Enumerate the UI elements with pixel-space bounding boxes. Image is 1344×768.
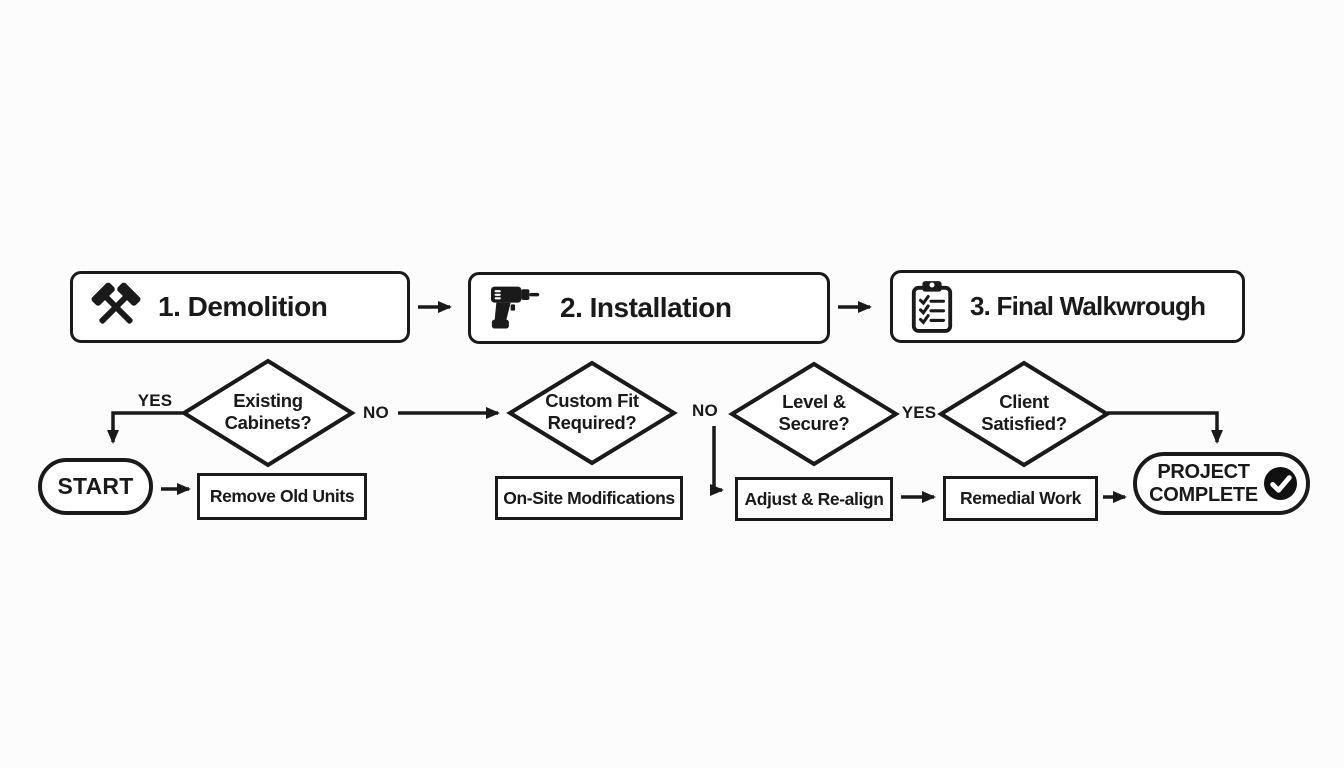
decision-label-level-secure: Level & Secure? [778,391,850,434]
decision-client-satisfied [937,360,1111,468]
phase-box-installation: 2. Installation [468,272,830,344]
process-label-remove-old-units: Remove Old Units [209,486,355,506]
phase-box-final-walkthrough: 3. Final Walkwrough [890,270,1245,343]
connector-no-to-adjust [710,426,724,496]
process-label-remedial-work: Remedial Work [960,488,1081,508]
decision-label-custom-fit: Custom Fit Required? [545,390,639,433]
phase-label-demolition: 1. Demolition [158,291,328,322]
project-complete-label: PROJECT COMPLETE [1149,460,1258,506]
phase-label-final-walkthrough: 3. Final Walkwrough [970,291,1206,321]
phase-label-installation: 2. Installation [560,292,732,323]
branch-label-yes-level: YES [901,403,937,422]
decision-existing-cabinets [180,358,356,468]
decision-level-secure [728,361,900,467]
process-box-on-site-modifications: On-Site Modifications [495,476,683,520]
start-terminal: START [38,458,153,515]
branch-label-no-existing: NO [363,403,389,422]
decision-custom-fit [506,360,678,466]
decision-label-existing-cabinets: Existing Cabinets? [224,390,312,433]
clipboard-checklist-icon [911,280,953,333]
branch-label-yes-existing: YES [137,391,173,410]
decision-label-client-satisfied: Client Satisfied? [981,391,1067,434]
drill-icon [491,286,540,329]
project-complete-terminal: PROJECT COMPLETE [1133,452,1310,515]
process-box-remedial-work: Remedial Work [943,476,1098,521]
connector-yes-to-start [107,411,184,444]
process-label-on-site-modifications: On-Site Modifications [503,487,675,508]
phase-box-demolition: 1. Demolition [70,271,410,343]
branch-label-no-level: NO [692,401,718,420]
process-box-adjust-realign: Adjust & Re-align [735,477,893,521]
process-box-remove-old-units: Remove Old Units [197,473,367,520]
crossed-hammers-icon [91,282,141,324]
start-label: START [57,473,134,499]
process-label-adjust-realign: Adjust & Re-align [744,488,884,509]
connector-satisfied-to-complete [1107,411,1223,444]
check-circle-icon [1263,466,1297,501]
